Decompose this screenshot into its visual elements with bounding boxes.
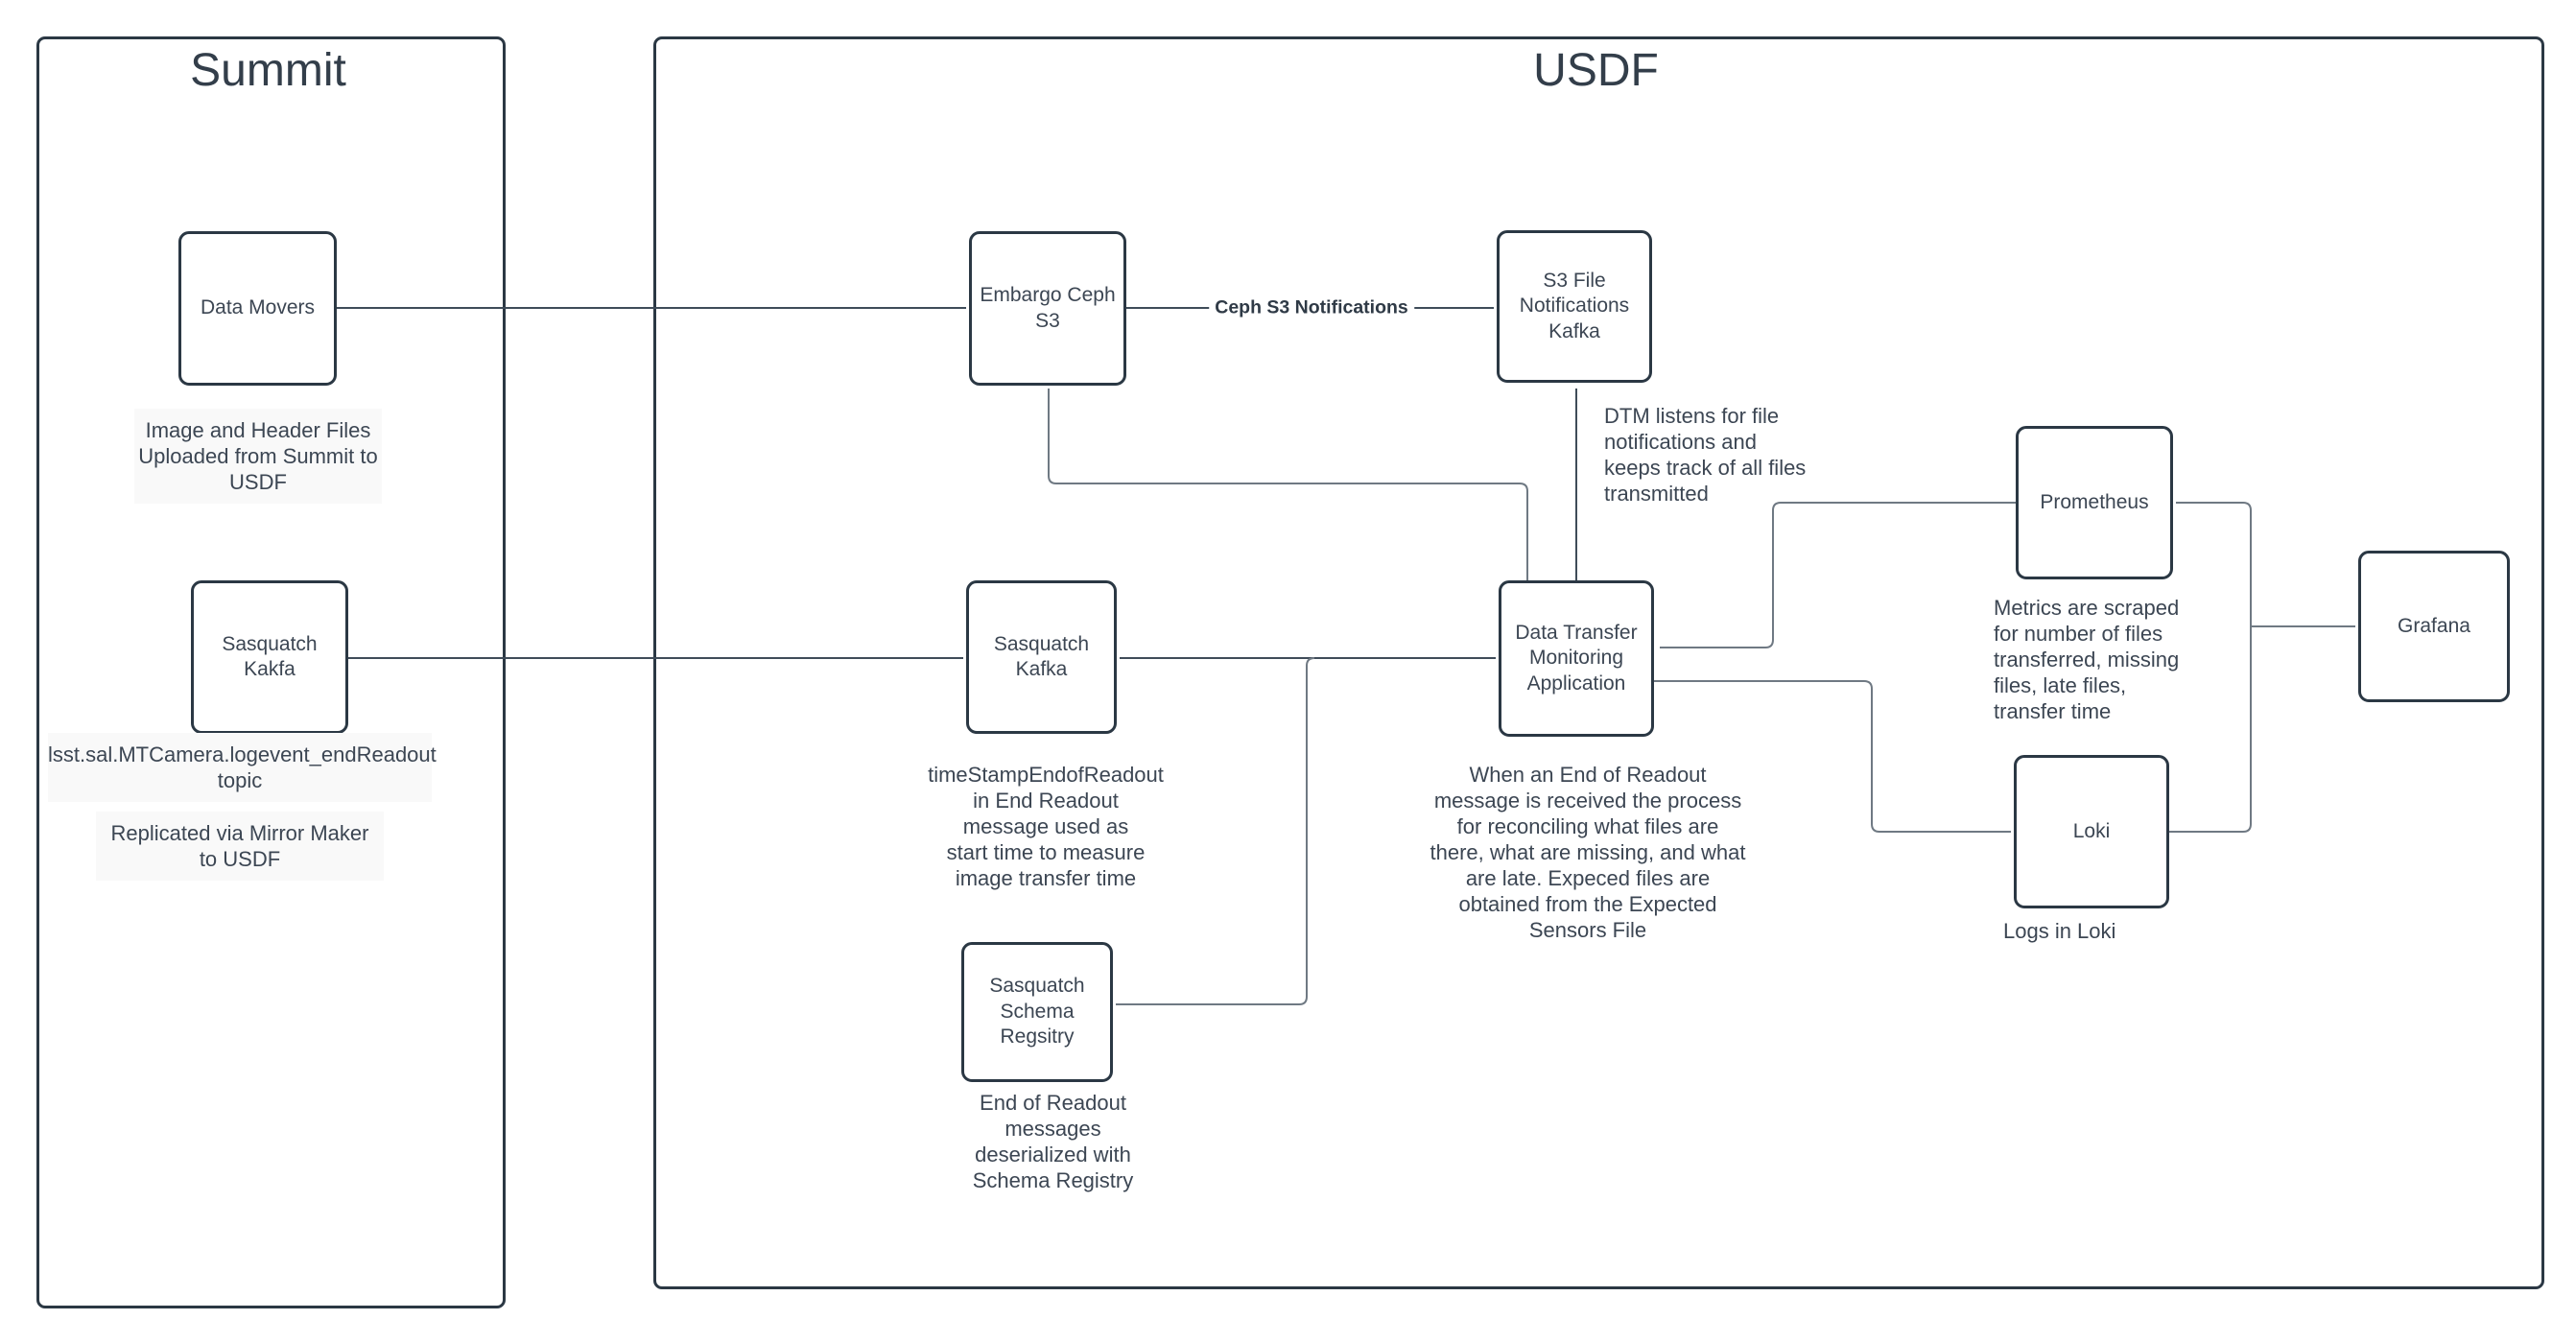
node-sasquatch-kafka-usdf: Sasquatch Kafka — [966, 580, 1117, 734]
node-grafana: Grafana — [2358, 551, 2510, 702]
node-data-movers: Data Movers — [178, 231, 337, 386]
edge-dtm-to-embargo — [1048, 389, 1528, 580]
node-embargo-ceph-s3: Embargo Ceph S3 — [969, 231, 1126, 386]
ceph-s3-notifications-label: Ceph S3 Notifications — [1209, 296, 1414, 319]
annotation-logs-in-loki: Logs in Loki — [2003, 919, 2116, 943]
annotation-replicated: Replicated via Mirror Maker to USDF — [96, 812, 384, 881]
annotation-dtm-listens: DTM listens for file notifications and k… — [1604, 404, 1807, 506]
annotation-eor-deserialized: End of Readout messages deserialized wit… — [972, 1091, 1134, 1192]
summit-title: Summit — [190, 45, 346, 96]
usdf-title: USDF — [1533, 45, 1659, 96]
edge-prometheus-to-dtm — [1660, 502, 2016, 648]
summit-container — [36, 36, 506, 1308]
node-sasquatch-schema-registry: Sasquatch Schema Regsitry — [961, 942, 1113, 1082]
node-prometheus: Prometheus — [2016, 426, 2173, 579]
usdf-container — [653, 36, 2544, 1289]
annotation-when-eor: When an End of Readout message is receiv… — [1430, 763, 1746, 942]
annotation-timestamp: timeStampEndofReadout in End Readout mes… — [928, 763, 1164, 890]
annotation-topic: lsst.sal.MTCamera.logevent_endReadout to… — [48, 733, 437, 802]
node-data-transfer-monitoring-app: Data Transfer Monitoring Application — [1499, 580, 1654, 737]
annotation-summit-upload: Image and Header Files Uploaded from Sum… — [134, 409, 382, 504]
edge-junction-to-schema-registry — [1116, 657, 1315, 1005]
edge-loki-to-prometheus — [2169, 502, 2252, 833]
edge-dtm-to-loki — [1654, 680, 2011, 833]
node-sasquatch-kakfa-summit: Sasquatch Kakfa — [191, 580, 348, 734]
node-loki: Loki — [2014, 755, 2169, 908]
annotation-metrics-scraped: Metrics are scraped for number of files … — [1994, 596, 2180, 723]
node-s3-file-notifications-kafka: S3 File Notifications Kafka — [1497, 230, 1652, 383]
